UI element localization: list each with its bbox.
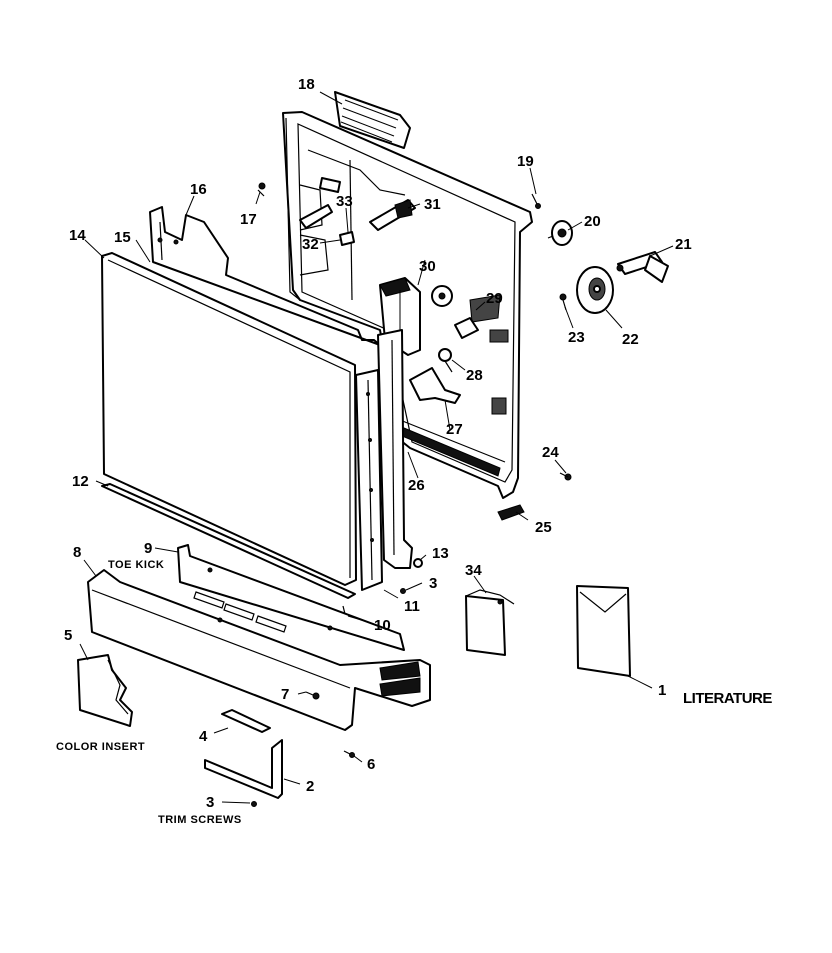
callout-13: 13 (432, 545, 449, 562)
callout-8: 8 (73, 544, 81, 561)
small-screws (342, 558, 423, 619)
dispenser-parts (409, 348, 461, 404)
callout-3-b: 3 (429, 575, 437, 592)
callout-9: 9 (144, 540, 152, 557)
screw-7 (305, 691, 320, 700)
captions: LITERATURE TOE KICK COLOR INSERT TRIM SC… (56, 559, 773, 826)
callout-26: 26 (408, 477, 425, 494)
dial-22 (576, 266, 614, 314)
caption-literature: LITERATURE (683, 690, 772, 707)
callout-29: 29 (486, 290, 503, 307)
callout-30: 30 (419, 258, 436, 275)
callout-23: 23 (568, 329, 585, 346)
door-panel (101, 252, 357, 586)
callout-6: 6 (367, 756, 375, 773)
screw-19 (531, 193, 541, 209)
callout-18: 18 (298, 76, 315, 93)
trim-strip-12 (101, 483, 356, 599)
trim-screw (251, 801, 257, 807)
callout-10: 10 (374, 617, 391, 634)
callout-31: 31 (424, 196, 441, 213)
callout-5: 5 (64, 627, 72, 644)
screw-6 (343, 750, 355, 758)
callout-19: 19 (517, 153, 534, 170)
callout-20: 20 (584, 213, 601, 230)
bracket-2 (204, 739, 283, 799)
callout-2: 2 (306, 778, 314, 795)
toe-kick (177, 544, 405, 651)
caption-color-insert: COLOR INSERT (56, 741, 145, 753)
callout-27: 27 (446, 421, 463, 438)
callout-11: 11 (404, 598, 420, 615)
callout-25: 25 (535, 519, 552, 536)
callout-32: 32 (302, 236, 319, 253)
callout-22: 22 (622, 331, 639, 348)
caption-toe-kick: TOE KICK (108, 559, 164, 571)
screw-17 (257, 182, 266, 197)
bracket-25 (497, 504, 525, 521)
hinge-small-parts (299, 177, 416, 246)
caption-trim-screws: TRIM SCREWS (158, 814, 242, 826)
callout-21: 21 (675, 236, 692, 253)
bracket-4 (221, 709, 271, 733)
literature-envelope (576, 585, 631, 677)
callout-24: 24 (542, 444, 559, 461)
bracket-34 (465, 589, 515, 656)
leader-lines (79, 91, 674, 804)
side-trim-11 (355, 369, 383, 591)
color-insert (77, 654, 133, 727)
shaft-21 (616, 251, 669, 283)
side-channel (377, 329, 413, 569)
callout-16: 16 (190, 181, 207, 198)
knob-20 (547, 220, 573, 246)
callout-12: 12 (72, 473, 89, 490)
callout-33: 33 (336, 193, 353, 210)
callout-7: 7 (281, 686, 289, 703)
screw-24 (559, 472, 572, 481)
callout-17: 17 (240, 211, 257, 228)
callout-15: 15 (114, 229, 131, 246)
vent-grille (334, 91, 411, 149)
callout-4: 4 (199, 728, 208, 745)
callout-14: 14 (69, 227, 86, 244)
callout-1: 1 (658, 682, 666, 699)
front-panel (87, 569, 431, 731)
callout-34: 34 (465, 562, 482, 579)
callout-labels: 1 2 3 3 4 5 6 7 8 9 10 11 12 13 14 15 16… (64, 76, 692, 811)
callout-28: 28 (466, 367, 483, 384)
callout-3-a: 3 (206, 794, 214, 811)
